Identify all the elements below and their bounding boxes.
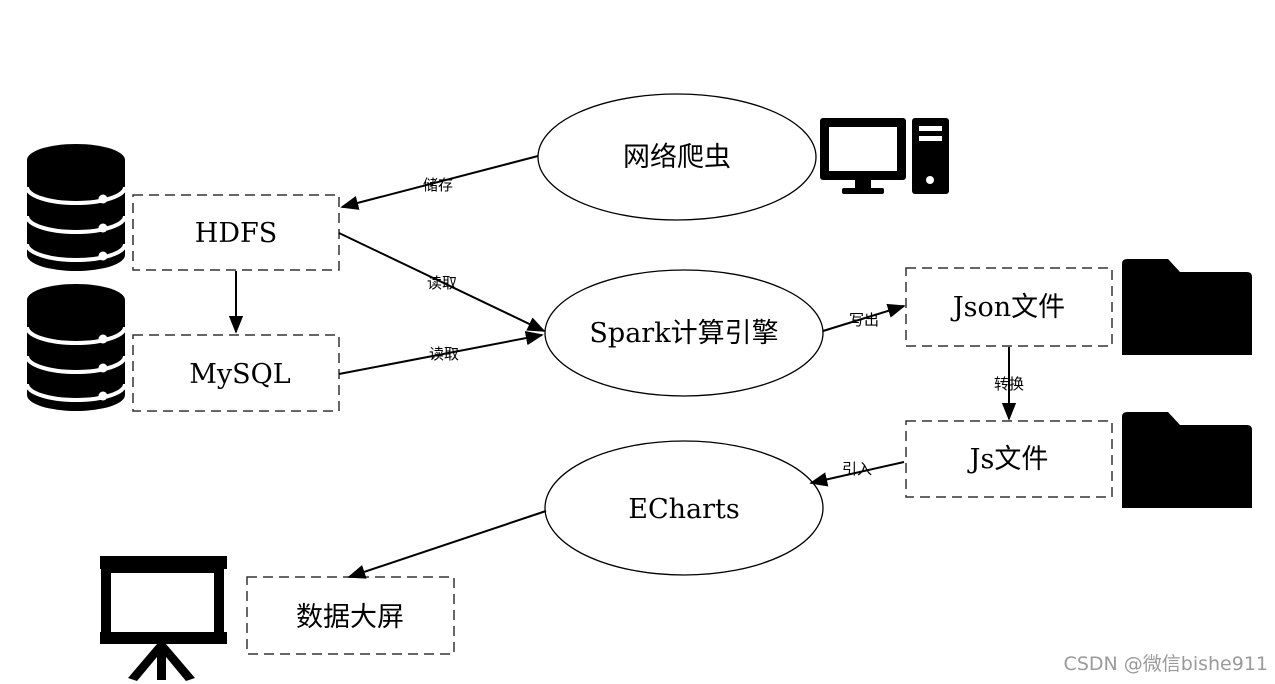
edge-label-write: 写出 [849, 311, 879, 329]
node-crawler: 网络爬虫 [537, 93, 817, 221]
presentation-board-icon [100, 556, 227, 681]
edge-label-import: 引入 [842, 460, 872, 478]
edge-json-to-js: 转换 [994, 347, 1024, 421]
edge-spark-to-json: 写出 [822, 303, 906, 332]
edge-crawler-to-hdfs: 储存 [340, 155, 539, 210]
folder-icon [1122, 412, 1252, 508]
node-hdfs-label: HDFS [195, 218, 277, 249]
edge-label-store: 储存 [423, 176, 453, 194]
node-js: Js文件 [905, 420, 1113, 498]
node-screen: 数据大屏 [246, 576, 455, 655]
edge-label-convert: 转换 [994, 375, 1024, 393]
edge-label-read-hdfs: 读取 [427, 274, 457, 292]
node-js-label: Js文件 [967, 444, 1049, 475]
node-mysql: MySQL [132, 334, 340, 412]
node-json: Json文件 [905, 267, 1113, 347]
edge-echarts-to-screen [347, 510, 547, 579]
database-icon [25, 284, 127, 411]
node-mysql-label: MySQL [189, 359, 291, 390]
edge-label-read-mysql: 读取 [429, 345, 459, 363]
node-screen-label: 数据大屏 [296, 602, 404, 633]
node-json-label: Json文件 [950, 292, 1065, 323]
edge-hdfs-to-spark: 读取 [338, 232, 546, 332]
node-crawler-label: 网络爬虫 [623, 142, 731, 173]
edge-js-to-echarts: 引入 [809, 460, 905, 487]
node-spark: Spark计算引擎 [544, 269, 824, 397]
edge-mysql-to-spark: 读取 [338, 330, 544, 375]
folder-icon [1122, 259, 1252, 355]
computer-icon [820, 118, 949, 194]
database-icon [25, 144, 127, 271]
node-echarts-label: ECharts [628, 494, 739, 525]
node-echarts: ECharts [544, 440, 824, 576]
node-spark-label: Spark计算引擎 [589, 318, 778, 349]
watermark: CSDN @微信bishe911 [1064, 653, 1268, 675]
node-hdfs: HDFS [132, 194, 340, 271]
